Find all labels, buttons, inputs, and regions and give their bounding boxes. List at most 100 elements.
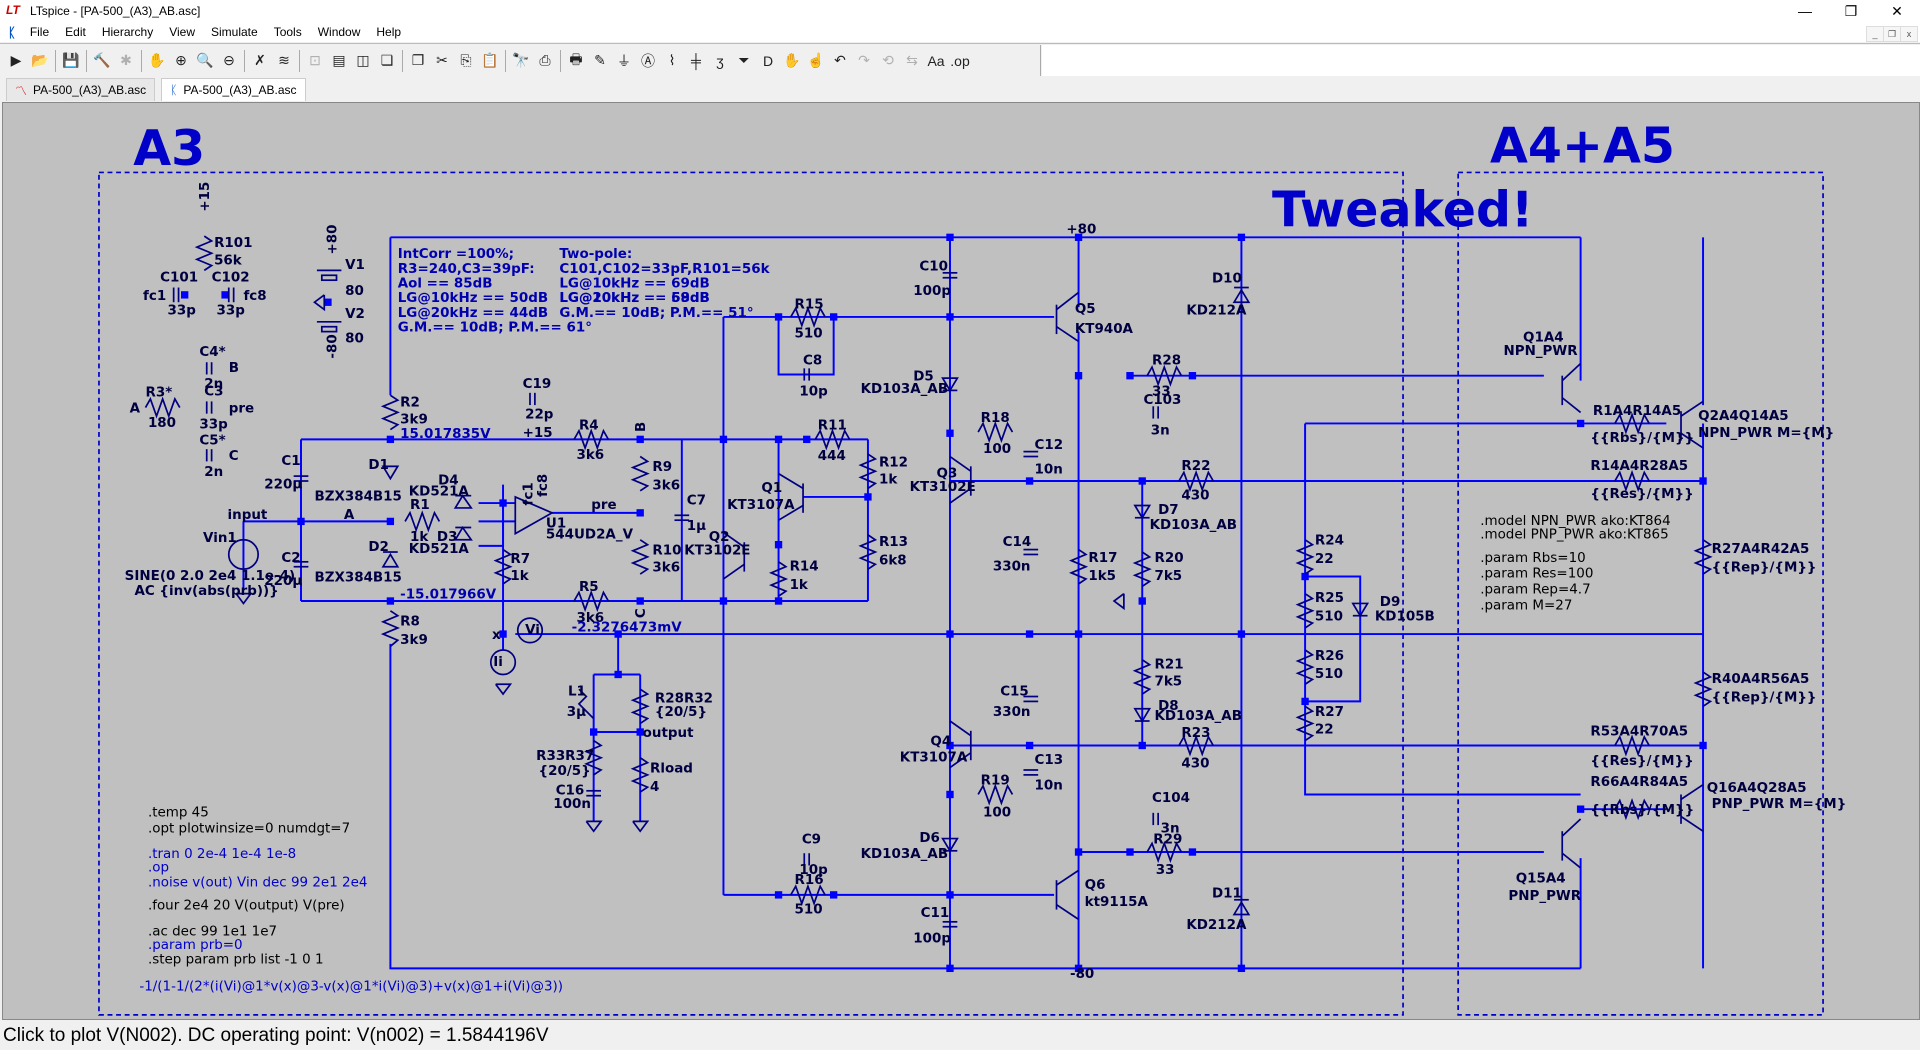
- component-ref-c15[interactable]: C15: [1000, 684, 1029, 699]
- component-value-r24[interactable]: 22: [1315, 552, 1334, 567]
- component-value-d11[interactable]: KD212A: [1186, 918, 1247, 933]
- component-value-c2[interactable]: 220µ: [264, 574, 302, 589]
- model-directive[interactable]: .model NPN_PWR ako:KT864: [1480, 514, 1670, 529]
- node-voltage-neg15[interactable]: -15.017966V: [400, 588, 497, 603]
- component-value-c19[interactable]: 22p: [525, 408, 554, 423]
- param-directive[interactable]: .param M=27: [1480, 599, 1572, 614]
- component-ref-q5[interactable]: Q5: [1075, 302, 1096, 317]
- component-ref-u1[interactable]: U1: [546, 517, 566, 532]
- menu-file[interactable]: File: [29, 25, 50, 39]
- component-value-r28r32[interactable]: {20/5}: [655, 705, 707, 720]
- component-ref-r12[interactable]: R12: [879, 455, 908, 470]
- component-ref-c1[interactable]: C1: [281, 454, 300, 469]
- component-ref-r24[interactable]: R24: [1315, 534, 1344, 549]
- find-icon[interactable]: 🔭: [512, 52, 530, 68]
- menu-edit[interactable]: Edit: [65, 25, 86, 39]
- undo-icon[interactable]: ↶: [834, 52, 846, 68]
- component-ref-c2[interactable]: C2: [281, 551, 300, 566]
- component-ref-d8[interactable]: D8: [1158, 699, 1179, 714]
- rotate-icon[interactable]: ⟲: [882, 52, 894, 68]
- close-button[interactable]: ✕: [1891, 2, 1903, 19]
- component-ref-r27[interactable]: R27: [1315, 705, 1344, 720]
- component-ref-r10[interactable]: R10: [652, 543, 681, 558]
- component-value-d9[interactable]: KD105B: [1375, 610, 1435, 625]
- print-icon[interactable]: 🖶: [569, 50, 583, 67]
- component-ref-r13[interactable]: R13: [879, 535, 908, 550]
- component-value-r53a4r70a5[interactable]: {{Res}/{M}}: [1590, 754, 1693, 769]
- component-ref-c16[interactable]: C16: [556, 783, 585, 798]
- component-value-r27[interactable]: 22: [1315, 722, 1334, 737]
- ground-icon[interactable]: ⏚: [617, 52, 631, 69]
- component-ref-r33r37[interactable]: R33R37: [536, 749, 594, 764]
- node-voltage-pos15[interactable]: 15.017835V: [400, 427, 491, 442]
- component-value-r66a4r84a5[interactable]: {{Rbs}/{M}}: [1590, 803, 1694, 818]
- component-value-r4[interactable]: 3k6: [577, 448, 605, 463]
- component-ref-q4[interactable]: Q4: [930, 734, 951, 749]
- component-value-r3[interactable]: 180: [148, 416, 176, 431]
- component-ref-r27a4r42a5[interactable]: R27A4R42A5: [1712, 542, 1810, 557]
- vin1-sine-value[interactable]: SINE(0 2.0 2e4 1.1e-4): [125, 569, 295, 584]
- component-ref-rload[interactable]: Rload: [650, 761, 693, 776]
- directive-step[interactable]: .step param prb list -1 0 1: [148, 952, 324, 967]
- component-value-r15[interactable]: 510: [794, 327, 822, 342]
- component-ref-r101[interactable]: R101: [214, 236, 252, 251]
- component-ref-c8[interactable]: C8: [803, 354, 822, 369]
- component-value-r18[interactable]: 100: [983, 442, 1011, 457]
- component-value-r5[interactable]: 3k6: [577, 611, 605, 626]
- component-value-r16[interactable]: 510: [794, 902, 822, 917]
- directive-four[interactable]: .four 2e4 20 V(output) V(pre): [148, 899, 345, 914]
- component-value-d6[interactable]: KD103A_AB: [861, 847, 948, 862]
- component-value-r14[interactable]: 1k: [790, 578, 809, 593]
- component-ref-c14[interactable]: C14: [1003, 535, 1032, 550]
- mdi-close-button[interactable]: x: [1900, 26, 1918, 42]
- menu-tools[interactable]: Tools: [273, 25, 302, 39]
- schematic-canvas[interactable]: A3 A4+A5 Tweaked!: [2, 102, 1920, 1020]
- component-ref-d11[interactable]: D11: [1212, 886, 1242, 901]
- component-ref-r22[interactable]: R22: [1181, 459, 1210, 474]
- component-value-c12[interactable]: 10n: [1034, 463, 1062, 478]
- component-ref-v1[interactable]: V1: [345, 258, 365, 273]
- cascade-icon[interactable]: ❏: [380, 52, 394, 68]
- component-ref-d5[interactable]: D5: [913, 370, 934, 385]
- cut-icon[interactable]: ✂: [436, 52, 448, 68]
- component-ref-c7[interactable]: C7: [687, 493, 706, 508]
- autorange-icon[interactable]: ⊡: [309, 52, 321, 68]
- component-value-d7[interactable]: KD103A_AB: [1150, 518, 1237, 533]
- component-ref-vi[interactable]: Vi: [525, 623, 540, 638]
- component-value-q4[interactable]: KT3107A: [900, 750, 968, 765]
- text-icon[interactable]: Aa: [927, 52, 945, 69]
- directive-temp[interactable]: .temp 45: [148, 806, 209, 821]
- component-value-q3[interactable]: KT3102E: [910, 480, 976, 495]
- component-ref-c5[interactable]: C5*: [199, 433, 225, 448]
- component-ref-ii[interactable]: Ii: [493, 655, 503, 670]
- mirror-icon[interactable]: ⇆: [906, 52, 918, 68]
- zoom-fit-icon[interactable]: ✗: [254, 52, 266, 68]
- tab-waveform[interactable]: 〽 PA-500_(A3)_AB.asc: [6, 78, 156, 101]
- component-value-c102[interactable]: 33p: [217, 303, 246, 318]
- component-ref-d6[interactable]: D6: [919, 831, 940, 846]
- menu-window[interactable]: Window: [317, 25, 361, 39]
- redo-icon[interactable]: ↷: [858, 52, 870, 68]
- component-ref-d2[interactable]: D2: [368, 540, 389, 555]
- component-ref-r19[interactable]: R19: [981, 774, 1010, 789]
- tab-schematic[interactable]: ᛕ PA-500_(A3)_AB.asc: [161, 78, 306, 101]
- component-ref-c9[interactable]: C9: [802, 832, 821, 847]
- wire-icon[interactable]: ✎: [594, 52, 606, 68]
- zoom-out-icon[interactable]: ⊖: [223, 52, 235, 68]
- component-ref-r26[interactable]: R26: [1315, 649, 1344, 664]
- param-directive[interactable]: .param Res=100: [1480, 567, 1593, 582]
- component-ref-q3[interactable]: Q3: [937, 466, 958, 481]
- param-directive[interactable]: .param Rep=4.7: [1480, 583, 1590, 598]
- component-ref-q6[interactable]: Q6: [1085, 878, 1106, 893]
- zoom-area-icon[interactable]: 🔍: [196, 52, 214, 68]
- component-ref-r3[interactable]: R3*: [145, 386, 172, 401]
- component-ref-r18[interactable]: R18: [981, 411, 1010, 426]
- component-value-c10[interactable]: 100p: [913, 284, 951, 299]
- open-icon[interactable]: 📂: [31, 52, 49, 68]
- component-ref-c104[interactable]: C104: [1152, 791, 1190, 806]
- component-ref-q16a4q28a5[interactable]: Q16A4Q28A5: [1707, 781, 1807, 796]
- component-ref-v2[interactable]: V2: [345, 307, 365, 322]
- inductor-icon[interactable]: ʒ: [716, 52, 724, 69]
- component-ref-q2[interactable]: Q2: [709, 530, 730, 545]
- component-value-v1[interactable]: 80: [345, 284, 364, 299]
